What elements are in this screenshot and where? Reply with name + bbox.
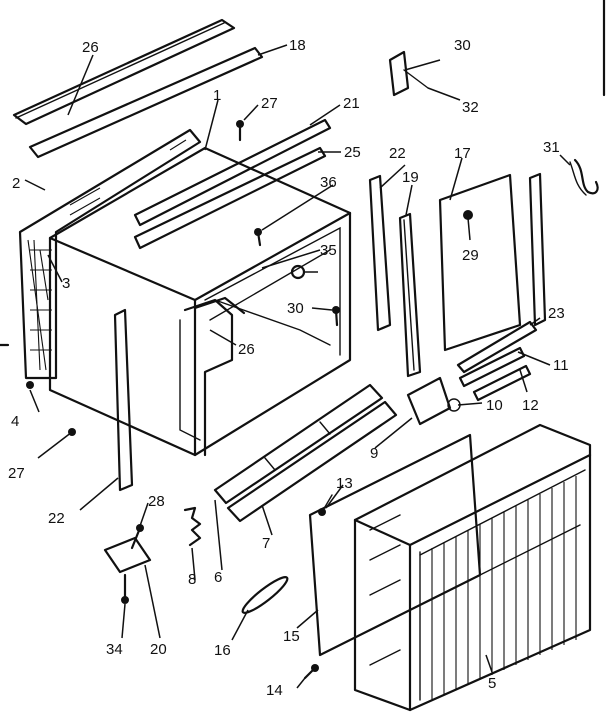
callout-9: 9	[370, 445, 378, 462]
part-33-hose	[569, 158, 599, 196]
part-35-grommet	[290, 264, 306, 280]
callout-3: 3	[62, 275, 70, 292]
callout-25: 26	[238, 341, 255, 358]
callout-21: 21	[343, 95, 360, 112]
part-11-rail	[458, 346, 526, 388]
part-18-top-strip	[28, 46, 264, 159]
callout-24: 25	[344, 144, 361, 161]
callout-31: 30	[454, 37, 471, 54]
part-7-louver-assembly	[213, 383, 398, 523]
part-31-bracket	[388, 50, 429, 97]
callout-27-bottom: 27	[8, 465, 25, 482]
part-36-screw	[254, 228, 262, 247]
callout-27-top: 27	[261, 95, 278, 112]
part-34-screw	[121, 573, 129, 604]
callout-13: 13	[336, 475, 353, 492]
part-25-tube-frame	[183, 296, 331, 457]
callout-labels: 26 18 1 27 21 25 22 17 31 30 32 2 36 19 …	[8, 37, 569, 699]
callout-30: 28	[148, 493, 165, 510]
callout-11: 11	[553, 357, 569, 374]
callout-8: 8	[188, 571, 196, 588]
part-23-bracket	[456, 172, 547, 374]
leader-lines	[24, 44, 571, 689]
callout-15: 15	[283, 628, 300, 645]
part-10-bracket	[406, 376, 461, 426]
callout-19: 19	[402, 169, 419, 186]
callout-29: 30	[287, 300, 304, 317]
part-22-bracket-right	[368, 174, 392, 332]
part-19-vertical-strip	[398, 212, 422, 378]
part-29-screw	[332, 306, 340, 327]
callout-5: 5	[488, 675, 496, 692]
callout-33: 31	[543, 139, 560, 156]
callout-23: 23	[548, 305, 565, 322]
callout-18: 18	[289, 37, 306, 54]
part-28-screw	[463, 210, 473, 220]
part-24-strip	[133, 146, 327, 250]
part-21-strip	[133, 118, 332, 227]
callout-6: 6	[214, 569, 222, 586]
part-8-clip	[183, 506, 202, 547]
callout-12: 12	[522, 397, 539, 414]
part-20-bracket	[103, 536, 152, 574]
callout-32: 32	[462, 99, 479, 116]
callout-22-left: 22	[48, 510, 65, 527]
callout-10: 10	[486, 397, 503, 414]
part-27-screw-top	[236, 120, 244, 142]
callout-7: 7	[262, 535, 270, 552]
callout-17: 17	[454, 145, 471, 162]
callout-4: 4	[11, 413, 19, 430]
callout-16: 16	[214, 642, 231, 659]
callout-34: 34	[106, 641, 123, 658]
callout-36: 36	[320, 174, 337, 191]
part-22-bracket-left	[113, 308, 134, 492]
callout-26: 26	[82, 39, 99, 56]
part-12-rail	[472, 364, 532, 402]
part-2-back-panel	[18, 128, 202, 380]
part-5-front-grille	[353, 423, 592, 712]
part-14-pin	[303, 664, 319, 680]
callout-22-right: 22	[389, 145, 406, 162]
part-4-screw	[26, 381, 34, 389]
callout-2: 2	[12, 175, 20, 192]
part-13-knob	[318, 494, 333, 516]
callout-35: 35	[320, 242, 337, 259]
part-17-panel	[438, 173, 522, 352]
part-26-top-rail	[12, 18, 236, 126]
part-30-screw	[130, 524, 144, 550]
callout-20: 20	[150, 641, 167, 658]
part-16-ring	[241, 576, 289, 614]
callout-1: 1	[213, 87, 221, 104]
callout-14: 14	[266, 682, 283, 699]
callout-28: 29	[462, 247, 479, 264]
